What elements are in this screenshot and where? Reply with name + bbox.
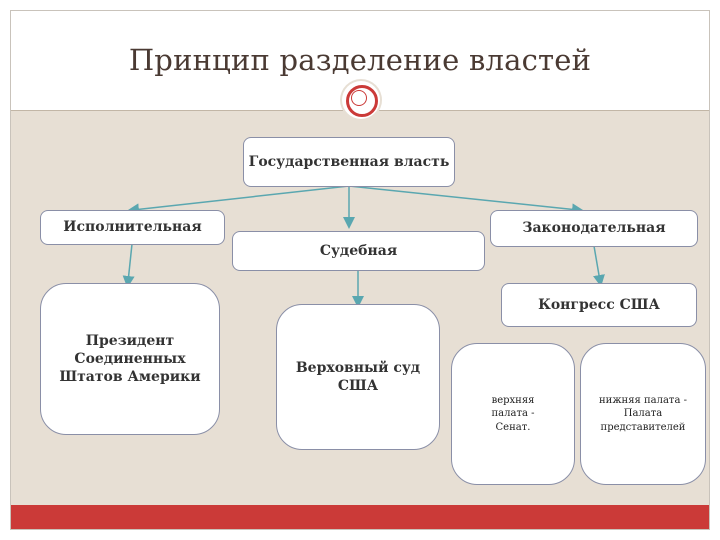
node-lower-house: нижняя палата - Палата представителей bbox=[580, 343, 706, 485]
connector-legislative-congress bbox=[593, 245, 605, 287]
node-congress: Конгресс США bbox=[501, 283, 697, 327]
node-legislative: Законодательная bbox=[490, 210, 698, 247]
node-supreme-court: Верховный суд США bbox=[276, 304, 440, 450]
node-executive: Исполнительная bbox=[40, 210, 225, 245]
connector-executive-president bbox=[122, 243, 135, 288]
node-president: Президент Соединенных Штатов Америки bbox=[40, 283, 220, 435]
connector-lines bbox=[122, 185, 605, 308]
slide: Принцип разделение властей Государственн… bbox=[10, 10, 710, 530]
node-state-power: Государственная власть bbox=[243, 137, 455, 187]
connector-root-legislative bbox=[348, 185, 584, 216]
footer-bar bbox=[11, 505, 709, 529]
circle-ornament-icon bbox=[342, 81, 380, 119]
node-judicial: Судебная bbox=[232, 231, 485, 271]
node-upper-house: верхняя палата - Сенат. bbox=[451, 343, 575, 485]
slide-title: Принцип разделение властей bbox=[128, 43, 592, 77]
connector-root-executive bbox=[127, 185, 350, 216]
